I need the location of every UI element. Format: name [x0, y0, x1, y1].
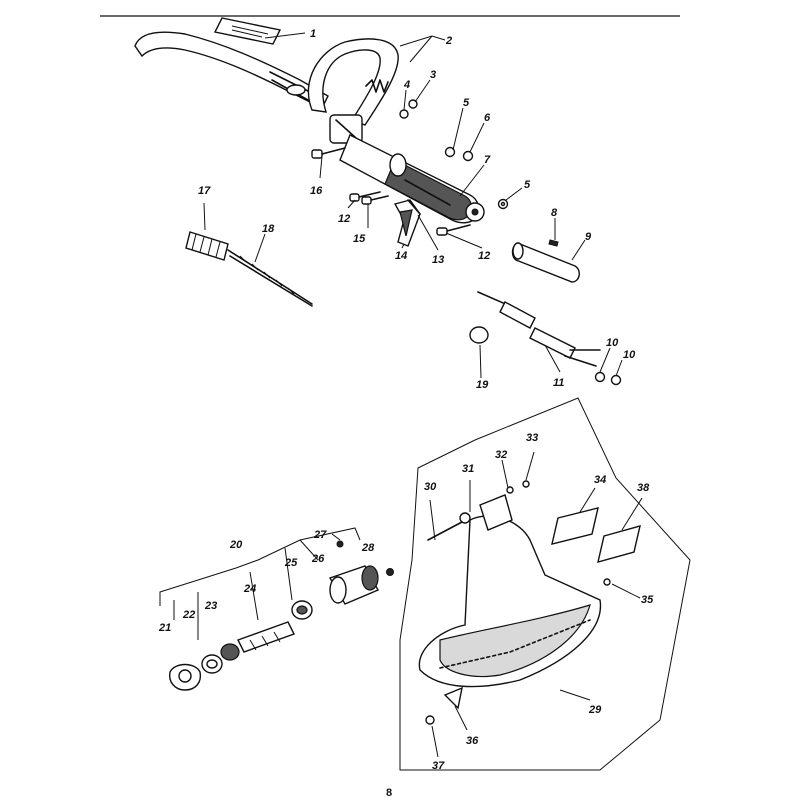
trigger-parts — [349, 191, 471, 247]
callout-31: 31 — [462, 463, 474, 475]
callout-22: 22 — [182, 609, 195, 621]
callout-38: 38 — [637, 482, 650, 494]
shaft-tube — [511, 239, 580, 283]
callout-7: 7 — [484, 154, 491, 166]
throttle-cable — [469, 291, 622, 386]
callout-2: 2 — [445, 35, 452, 47]
callout-4: 4 — [403, 79, 410, 91]
callout-3: 3 — [430, 69, 436, 81]
callout-5: 5 — [463, 97, 470, 109]
gear-head-assembly — [168, 540, 394, 691]
callout-20: 20 — [229, 539, 243, 551]
callout-28: 28 — [361, 542, 375, 554]
callout-11: 11 — [553, 377, 564, 389]
callout-19: 19 — [476, 379, 489, 391]
callout-10b: 10 — [623, 349, 636, 361]
callout-29: 29 — [588, 704, 602, 716]
label-plate — [213, 17, 282, 45]
callout-1: 1 — [310, 28, 316, 40]
callout-34: 34 — [594, 474, 606, 486]
callout-24: 24 — [243, 583, 256, 595]
page-number: 8 — [386, 787, 392, 799]
guard-assembly — [399, 397, 691, 771]
callout-35: 35 — [641, 594, 654, 606]
callout-12: 12 — [338, 213, 350, 225]
drive-shaft — [185, 231, 313, 307]
callout-14: 14 — [395, 250, 407, 262]
callout-36: 36 — [466, 735, 479, 747]
screw — [311, 147, 346, 159]
handlebar-assembly — [134, 31, 485, 224]
callout-23: 23 — [204, 600, 217, 612]
callout-15: 15 — [353, 233, 366, 245]
callout-30: 30 — [424, 481, 437, 493]
callout-16: 16 — [310, 185, 323, 197]
callout-5b: 5 — [524, 179, 531, 191]
callout-25: 25 — [284, 557, 298, 569]
callout-10: 10 — [606, 337, 619, 349]
callout-37: 37 — [432, 760, 445, 772]
callout-9: 9 — [585, 231, 592, 243]
callout-13: 13 — [432, 254, 444, 266]
callout-27: 27 — [313, 529, 327, 541]
leader-lines — [159, 32, 643, 758]
callout-32: 32 — [495, 449, 507, 461]
fasteners — [399, 99, 509, 210]
callout-17: 17 — [198, 185, 211, 197]
callout-8: 8 — [551, 207, 558, 219]
callout-33: 33 — [526, 432, 538, 444]
callout-26: 26 — [311, 553, 325, 565]
callout-21: 21 — [158, 622, 171, 634]
callout-labels: 1 2 3 4 5 6 16 7 5 17 18 12 15 14 13 12 … — [158, 28, 654, 772]
callout-18: 18 — [262, 223, 275, 235]
callout-12b: 12 — [478, 250, 490, 262]
callout-6: 6 — [484, 112, 491, 124]
